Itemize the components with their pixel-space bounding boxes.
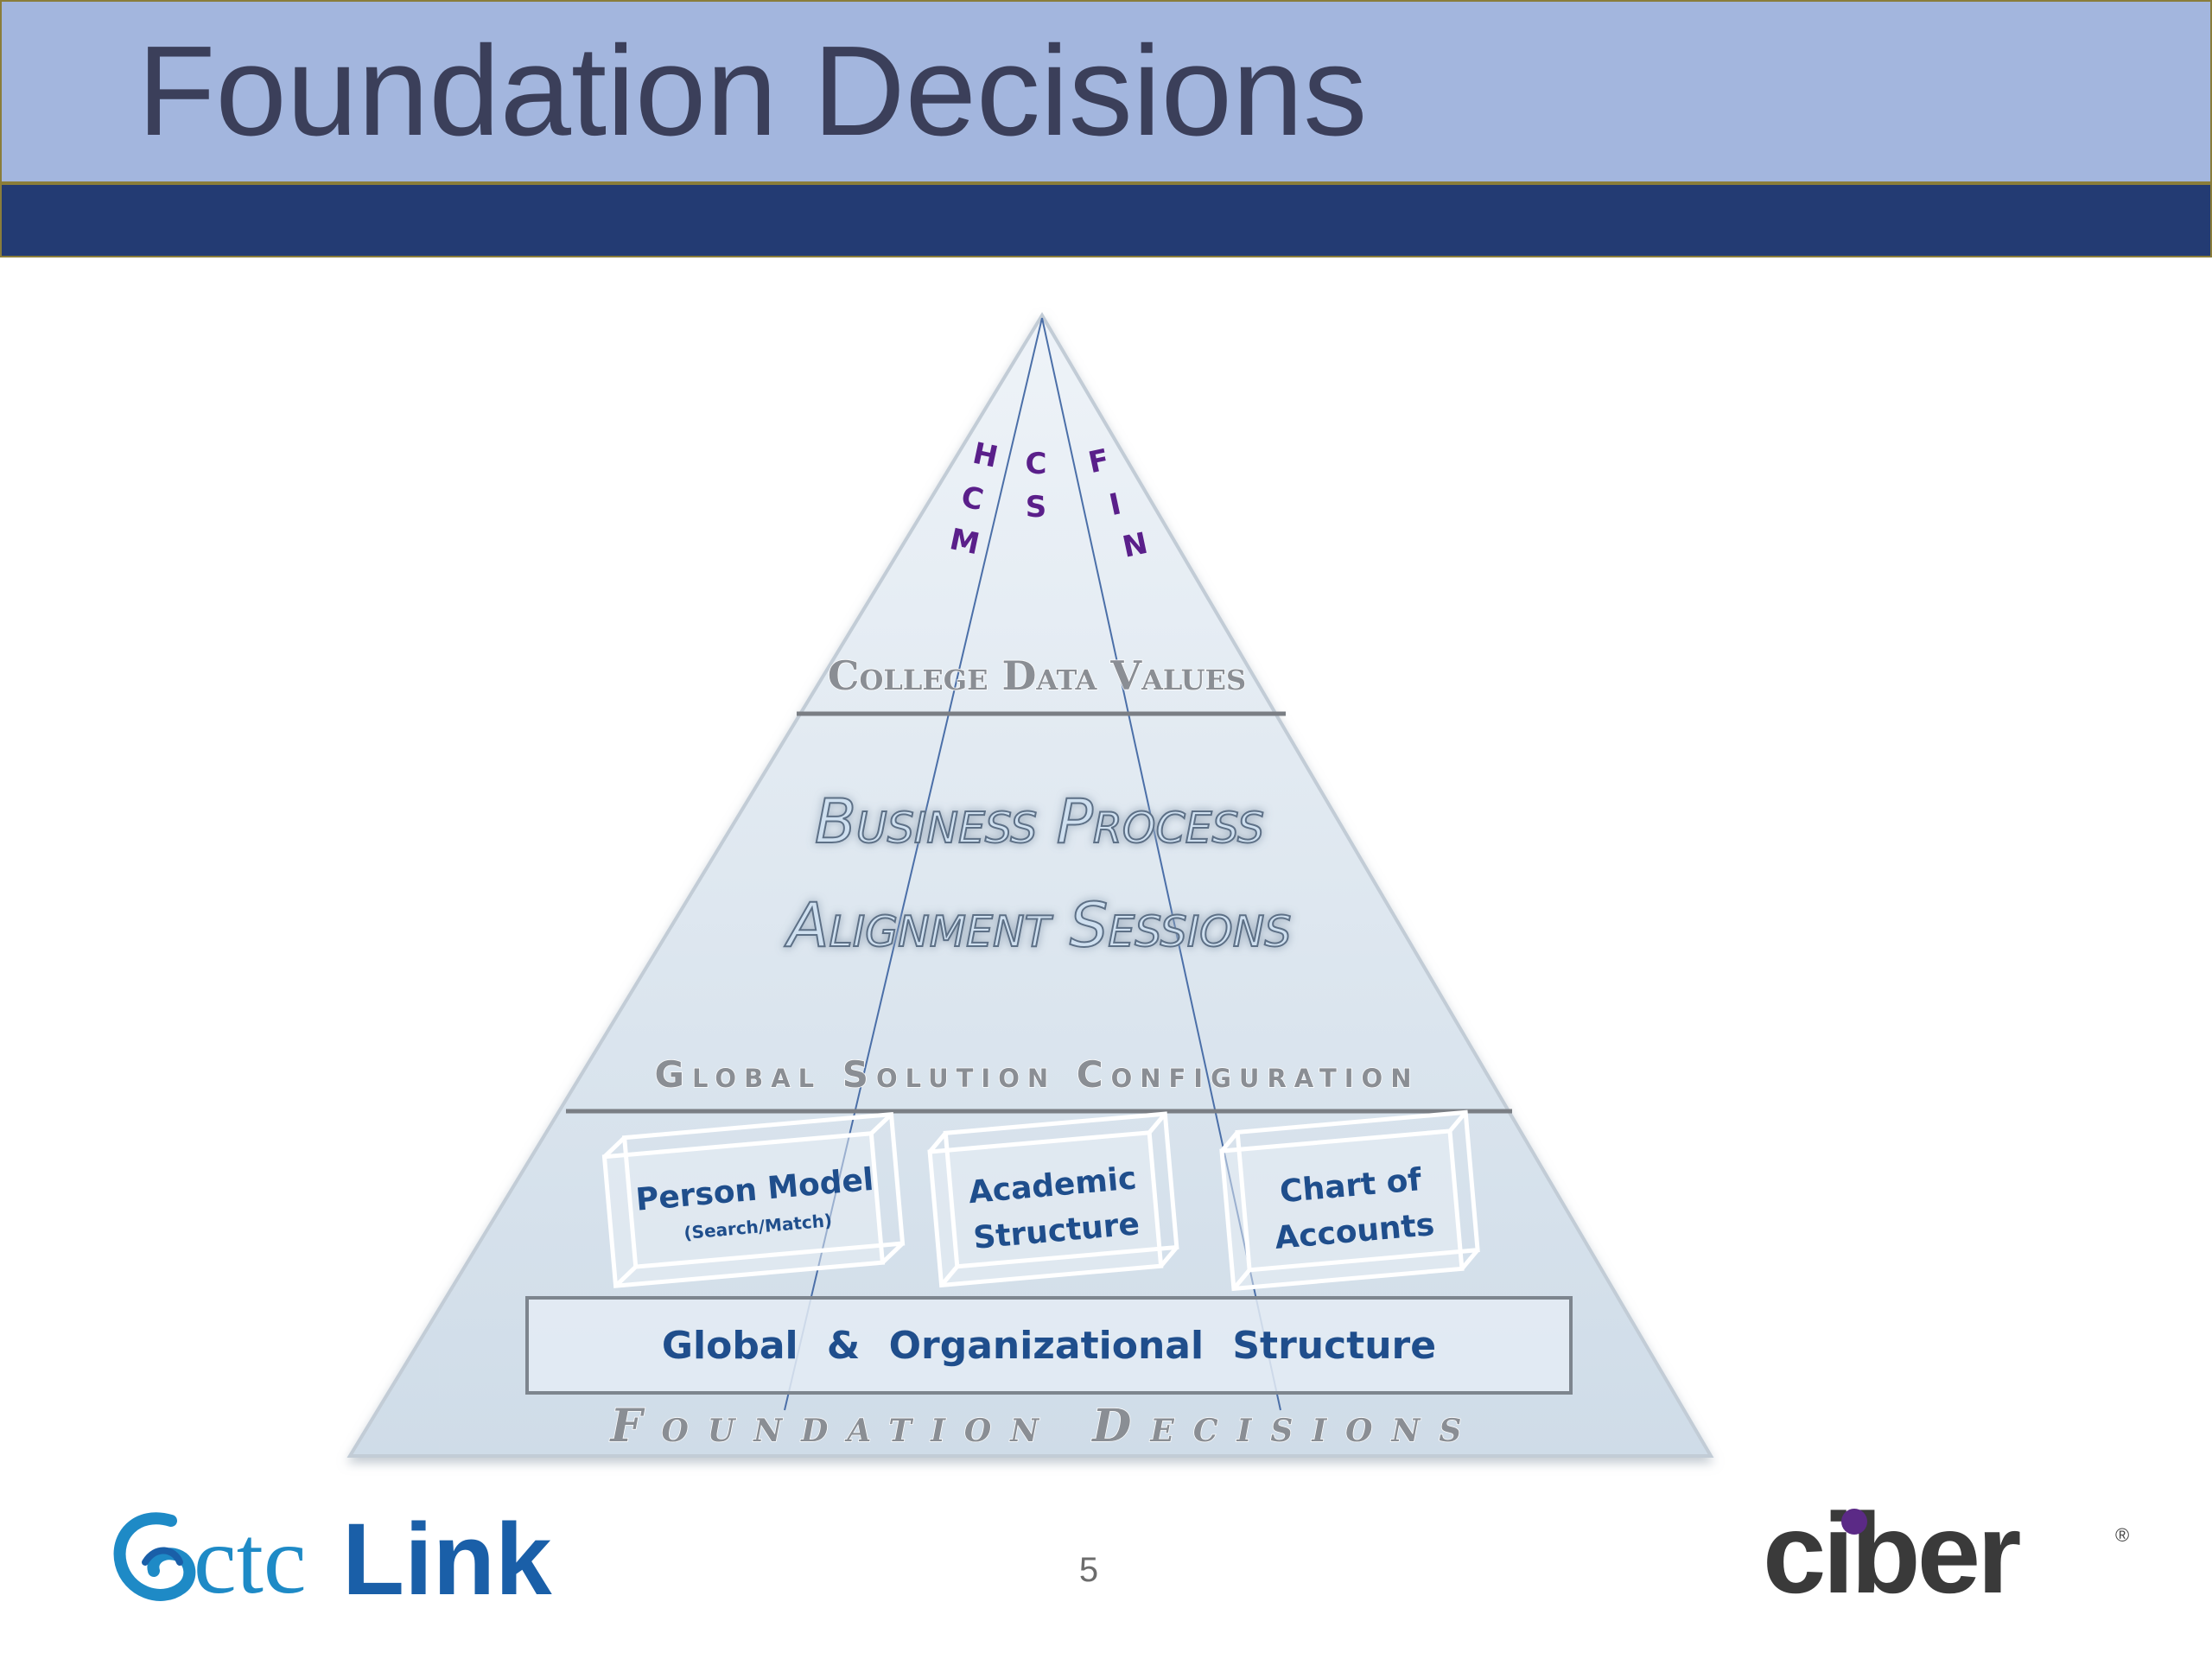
pyramid-base-label: Foundation Decisions (609, 1400, 1481, 1452)
ctclink-logo-link: Link (342, 1503, 552, 1617)
person-model-box: Person Model (Search/Match) (601, 1111, 906, 1288)
ciber-logo: ciber ® (1763, 1493, 2143, 1614)
svg-text:M: M (947, 522, 982, 562)
ctclink-logo-ctc: ctc (194, 1507, 307, 1614)
svg-text:S: S (1026, 490, 1047, 524)
base-structure-label: Global & Organizational Structure (662, 1324, 1436, 1368)
navy-accent-band (0, 183, 2212, 257)
tier-mid-label: Global Solution Configuration (655, 1053, 1420, 1096)
chart-of-accounts-box: Chart of Accounts (1219, 1109, 1480, 1292)
base-structure-bar (525, 1296, 1573, 1395)
ciber-logo-word: ciber (1763, 1490, 2021, 1617)
middle-line-1: Business Process (815, 786, 1264, 857)
slide-title: Foundation Decisions (137, 20, 1368, 162)
title-band: Foundation Decisions (0, 0, 2212, 183)
ciber-logo-registered: ® (2115, 1524, 2130, 1546)
ctclink-logo: ctc Link (111, 1505, 560, 1618)
module-cs-label: C S (1026, 447, 1047, 524)
tier-top-label: College Data Values (828, 652, 1246, 699)
page-number: 5 (1078, 1551, 1099, 1589)
middle-line-2: Alignment Sessions (785, 890, 1292, 961)
pyramid-shape (346, 312, 1714, 1458)
academic-structure-box: Academic Structure (927, 1111, 1179, 1288)
ctclink-swirl-icon (113, 1512, 196, 1601)
ciber-logo-dot (1841, 1509, 1867, 1535)
svg-text:C: C (1026, 447, 1047, 481)
